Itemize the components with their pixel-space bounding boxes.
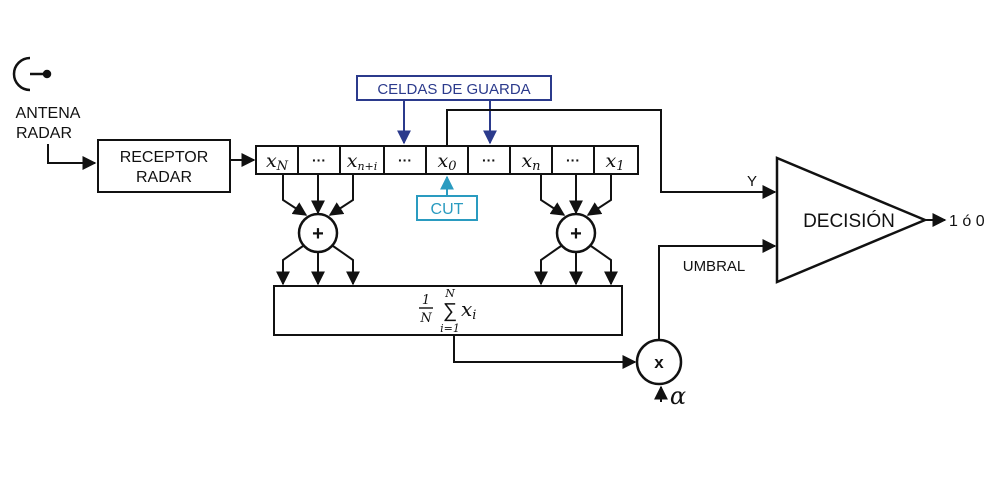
alpha-label: α xyxy=(670,382,686,410)
signal-y-label: Y xyxy=(747,173,757,190)
register-cell-7 xyxy=(509,145,553,175)
cell-dots-3: ··· xyxy=(482,152,496,168)
average-to-multiplier-line xyxy=(453,335,637,369)
register-cell-3 xyxy=(339,145,385,175)
cell-dots-2: ··· xyxy=(398,152,412,168)
sum-upper-limit: N xyxy=(444,287,455,300)
antenna-icon xyxy=(12,56,52,92)
cell-x1: x1 xyxy=(606,150,625,174)
receiver-label-line1: RECEPTOR xyxy=(120,149,209,166)
register-cell-6 xyxy=(467,145,511,175)
fraction-denominator: N xyxy=(419,311,432,326)
cell-xN: xN xyxy=(266,150,289,174)
fraction-numerator: 1 xyxy=(422,293,430,308)
cut-label: CUT xyxy=(431,201,464,218)
antenna-label-line1: ANTENA xyxy=(16,105,81,122)
left-adder-group xyxy=(276,174,360,286)
guard-cells-box xyxy=(356,75,552,101)
cell-xn: xn xyxy=(521,150,540,174)
register-cell-9 xyxy=(593,145,639,175)
antenna-to-receiver-line xyxy=(47,144,97,170)
cell-dots-1: ··· xyxy=(312,152,326,168)
right-adder xyxy=(555,212,597,254)
sum-symbol: ∑ xyxy=(443,300,457,322)
left-adder-symbol: + xyxy=(312,223,324,245)
threshold-label: UMBRAL xyxy=(683,258,746,275)
sum-term: xi xyxy=(461,297,476,323)
output-label: 1 ó 0 xyxy=(949,213,985,230)
cell-x0: x0 xyxy=(438,150,457,174)
cell-xn-plus-i: xn+i xyxy=(347,150,378,173)
cut-signal-line xyxy=(446,109,777,199)
average-block xyxy=(273,285,623,336)
shift-register: xN ··· xn+i ··· x0 ··· xn ··· x1 xyxy=(255,145,639,175)
receiver-box xyxy=(97,139,231,193)
guard-cells-label: CELDAS DE GUARDA xyxy=(377,81,530,98)
multiplier-symbol: x xyxy=(654,353,664,372)
register-cell-8 xyxy=(551,145,595,175)
average-formula: 1 N N ∑ i=1 xi xyxy=(419,287,476,335)
threshold-line xyxy=(658,239,777,340)
cut-box xyxy=(416,195,478,221)
sum-lower-limit: i=1 xyxy=(440,322,460,335)
receiver-label-line2: RADAR xyxy=(136,169,192,186)
register-cell-2 xyxy=(297,145,341,175)
decision-label: DECISIÓN xyxy=(803,210,895,232)
antenna-label-line2: RADAR xyxy=(16,125,72,142)
cell-dots-4: ··· xyxy=(566,152,580,168)
right-adder-group xyxy=(534,174,618,286)
left-adder xyxy=(297,212,339,254)
right-adder-symbol: + xyxy=(570,223,582,245)
decision-comparator xyxy=(775,156,929,284)
register-cell-5 xyxy=(425,145,469,175)
